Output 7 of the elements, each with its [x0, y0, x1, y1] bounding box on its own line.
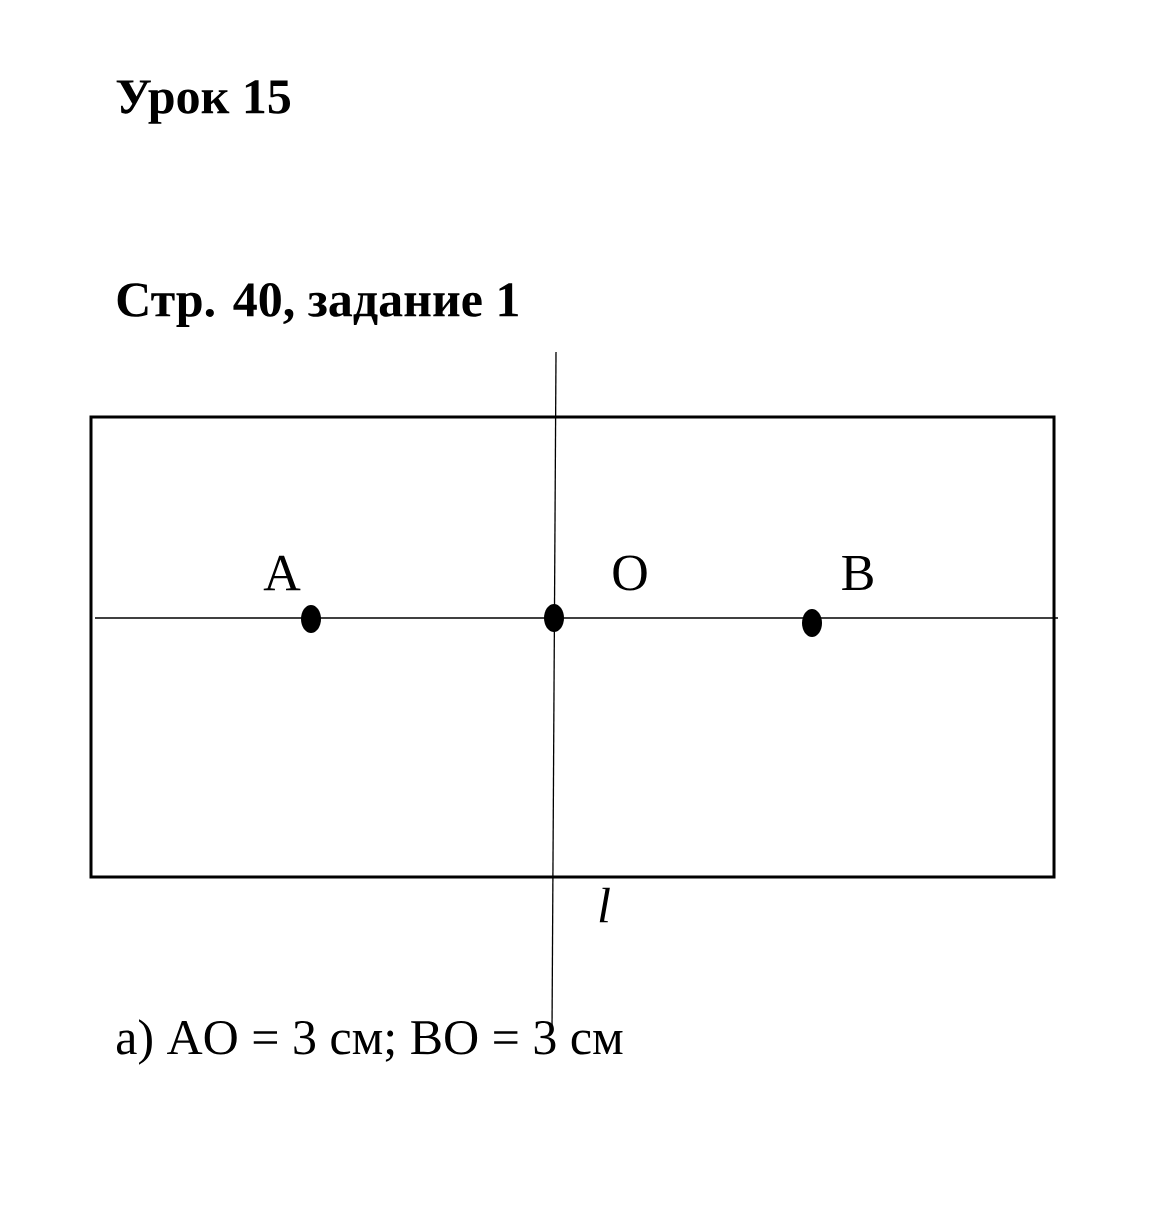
point-label: O [613, 555, 647, 591]
point-label: B [842, 555, 873, 591]
line-label: l [599, 887, 610, 923]
heading: Стр. 40, задание 1 [117, 283, 518, 327]
answer-text: а) AO = 3 см; BO = 3 см [116, 1019, 623, 1065]
heading: Урок 15 [116, 80, 290, 124]
point-label: A [263, 555, 301, 591]
